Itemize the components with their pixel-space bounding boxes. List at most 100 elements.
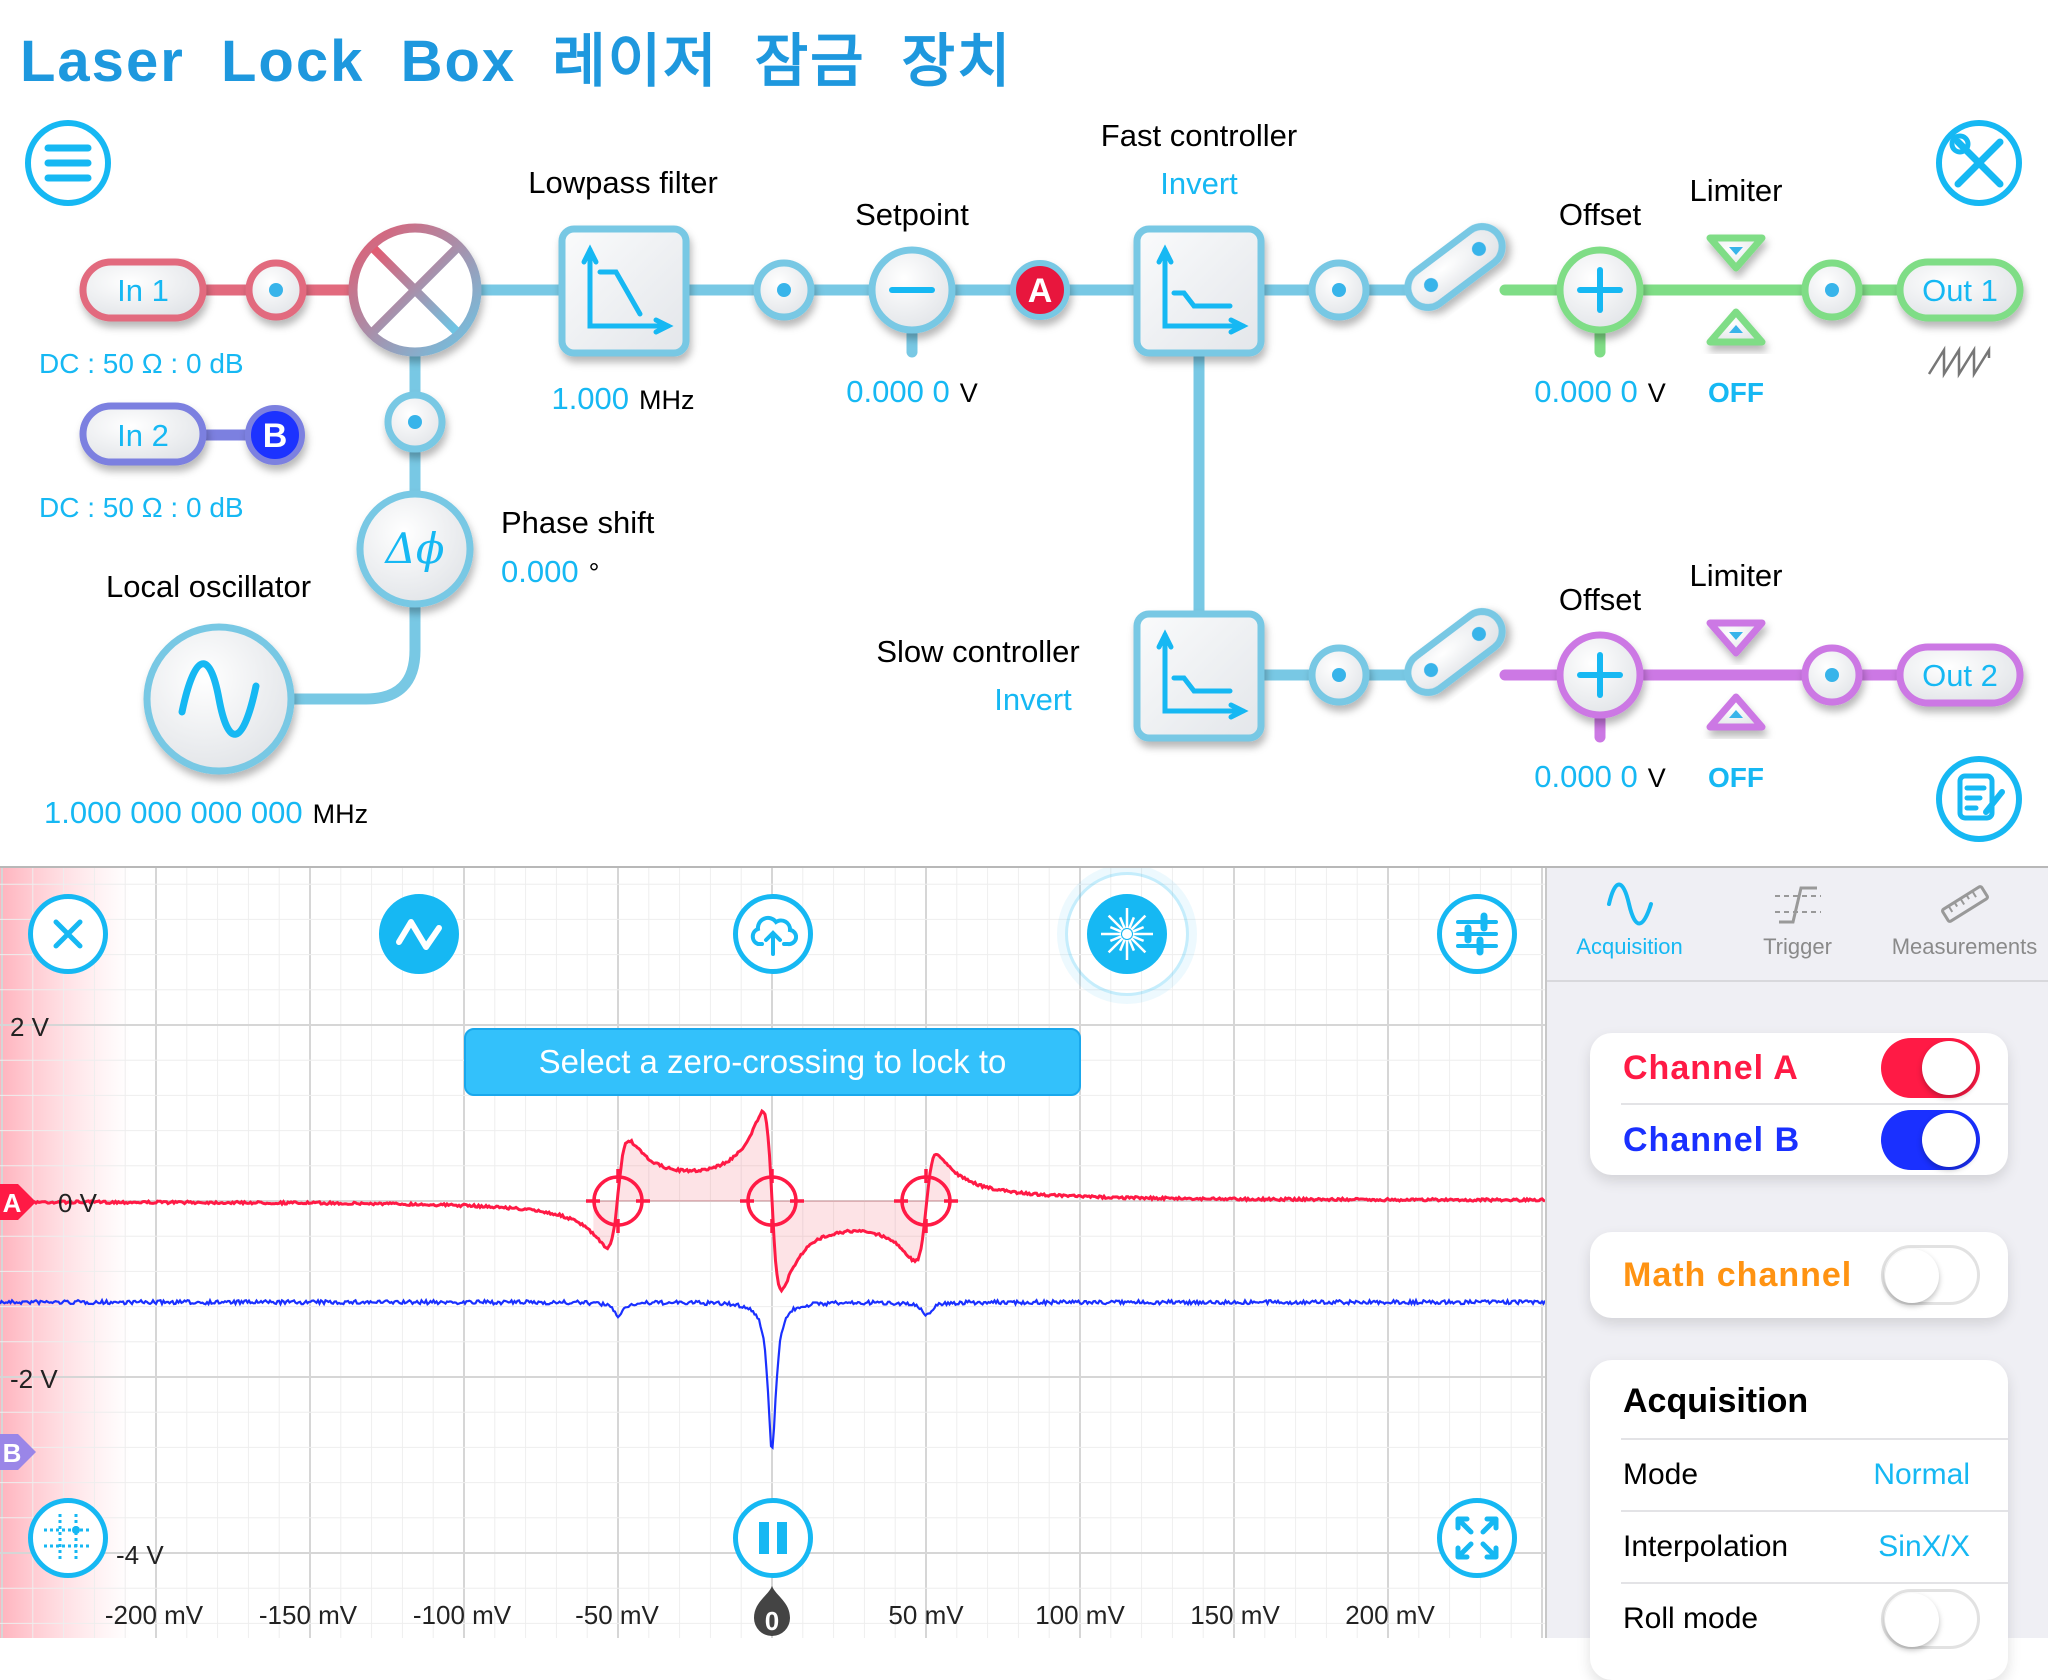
roll-mode-label: Roll mode [1623,1602,1759,1635]
setpoint-button[interactable] [868,246,956,334]
tab-measurements[interactable]: Measurements [1882,874,2047,960]
fast-controller-button[interactable] [1133,225,1265,357]
bottom-panel: Select a zero-crossing to lock to 2 V 0 … [0,866,2048,1680]
tab-trigger[interactable]: Trigger [1715,874,1880,960]
x-tick: -100 mV [412,1600,512,1630]
out2-limiter-upper[interactable] [1706,619,1766,657]
in2-settings[interactable]: DC : 50 Ω : 0 dB [39,492,244,523]
channel-a-trace [0,1108,1545,1294]
wire-lo [234,344,421,705]
lowpass-filter-button[interactable] [558,225,690,357]
sawtooth-sweep-icon[interactable] [1927,345,1991,379]
tools-button[interactable] [1936,120,2022,206]
local-oscillator-button[interactable] [143,623,295,775]
input-in1-button[interactable]: In 1 [79,258,207,322]
zero-crossing-target[interactable] [894,1169,958,1233]
scope-settings-button[interactable] [1437,894,1517,974]
out2-enable-switch[interactable] [1400,604,1510,701]
mixer-lo-probe-node[interactable] [384,391,446,453]
sine-wave-icon [1606,882,1653,926]
laser-ray [1130,914,1147,931]
lowpass-probe-node[interactable] [753,259,815,321]
phase-shift-label: Phase shift [501,505,655,540]
notes-button[interactable] [1936,756,2022,842]
phase-shift-readout[interactable]: 0.000° [501,554,599,589]
crosshair-grid-icon [44,1514,92,1562]
channel-a-toggle[interactable] [1881,1038,1980,1098]
zero-crossing-target[interactable] [740,1169,804,1233]
out2-limiter-lower[interactable] [1706,693,1766,731]
math-card: Math channel [1590,1232,2008,1318]
channel-b-badge[interactable]: B [245,405,305,465]
y-tick-minus4v: -4 V [116,1540,164,1570]
acquisition-card: Acquisition Mode Normal Interpolation Si… [1590,1360,2008,1680]
close-scope-button[interactable] [28,894,108,974]
slow-controller-invert[interactable]: Invert [994,682,1072,717]
in2-badge: B [263,417,288,455]
channel-b-row: Channel B [1621,1103,2008,1175]
laser-ray [1128,916,1136,929]
svg-text:0: 0 [765,1606,779,1636]
mode-value[interactable]: Normal [1873,1458,1970,1491]
menu-icon [44,144,92,182]
slow-probe-node[interactable] [1308,644,1370,706]
channel-a-marker[interactable]: A [0,1184,40,1220]
out1-limiter-value[interactable]: OFF [1708,377,1764,408]
trigger-zero-marker[interactable]: 0 [752,1586,792,1638]
interpolation-row[interactable]: Interpolation SinX/X [1621,1510,2008,1582]
pause-button[interactable] [733,1498,813,1578]
mode-row[interactable]: Mode Normal [1621,1438,2008,1510]
channel-b-toggle[interactable] [1881,1110,1980,1170]
zero-crossing-target[interactable] [586,1169,650,1233]
channel-b-marker[interactable]: B [0,1434,40,1470]
channel-a-badge[interactable]: A [1010,260,1070,320]
lock-button-halo [1065,872,1189,996]
tab-label: Trigger [1763,934,1832,959]
svg-text:A: A [3,1188,22,1218]
cloud-upload-icon [750,915,798,956]
autoscale-button[interactable] [1437,1498,1517,1578]
interpolation-label: Interpolation [1623,1530,1789,1563]
channel-b-trace [0,1297,1545,1450]
out2-probe-node[interactable] [1801,644,1863,706]
input-in2-button[interactable]: In 2 [79,402,207,466]
output-out1-button[interactable]: Out 1 [1896,258,2024,322]
math-channel-toggle[interactable] [1881,1245,1980,1305]
fast-probe-node[interactable] [1308,259,1370,321]
upload-button[interactable] [733,894,813,974]
out1-enable-switch[interactable] [1400,219,1510,316]
tab-acquisition[interactable]: Acquisition [1547,874,1712,960]
out2-offset-button[interactable] [1556,631,1644,719]
laser-lock-button[interactable] [1087,894,1167,974]
grid-cursor-button[interactable] [28,1498,108,1578]
menu-button[interactable] [25,120,111,206]
laser-ray [1132,925,1145,933]
waveform-mode-button[interactable] [379,894,459,974]
sliders-icon [1456,912,1498,956]
edit-notes-icon [1957,773,2005,821]
interpolation-value[interactable]: SinX/X [1878,1530,1970,1563]
out1-label: Out 1 [1922,273,1998,308]
out1-offset-button[interactable] [1556,246,1644,334]
output-out2-button[interactable]: Out 2 [1896,643,2024,707]
slow-controller-button[interactable] [1133,610,1265,742]
trigger-edge-icon [1774,886,1821,924]
tab-label: Acquisition [1576,934,1683,959]
out2-limiter-value[interactable]: OFF [1708,762,1764,793]
roll-mode-row: Roll mode [1621,1582,2008,1654]
oscilloscope[interactable]: Select a zero-crossing to lock to 2 V 0 … [0,868,1545,1638]
channels-card: Channel A Channel B [1590,1033,2008,1175]
out1-limiter-upper[interactable] [1706,234,1766,272]
phase-shift-button[interactable]: Δϕ [356,490,474,608]
fast-controller-invert[interactable]: Invert [1160,166,1238,201]
in1-settings[interactable]: DC : 50 Ω : 0 dB [39,348,244,379]
out1-limiter-lower[interactable] [1706,308,1766,346]
roll-mode-toggle[interactable] [1881,1589,1980,1649]
out1-probe-node[interactable] [1801,259,1863,321]
in1-probe-node[interactable] [245,259,307,321]
